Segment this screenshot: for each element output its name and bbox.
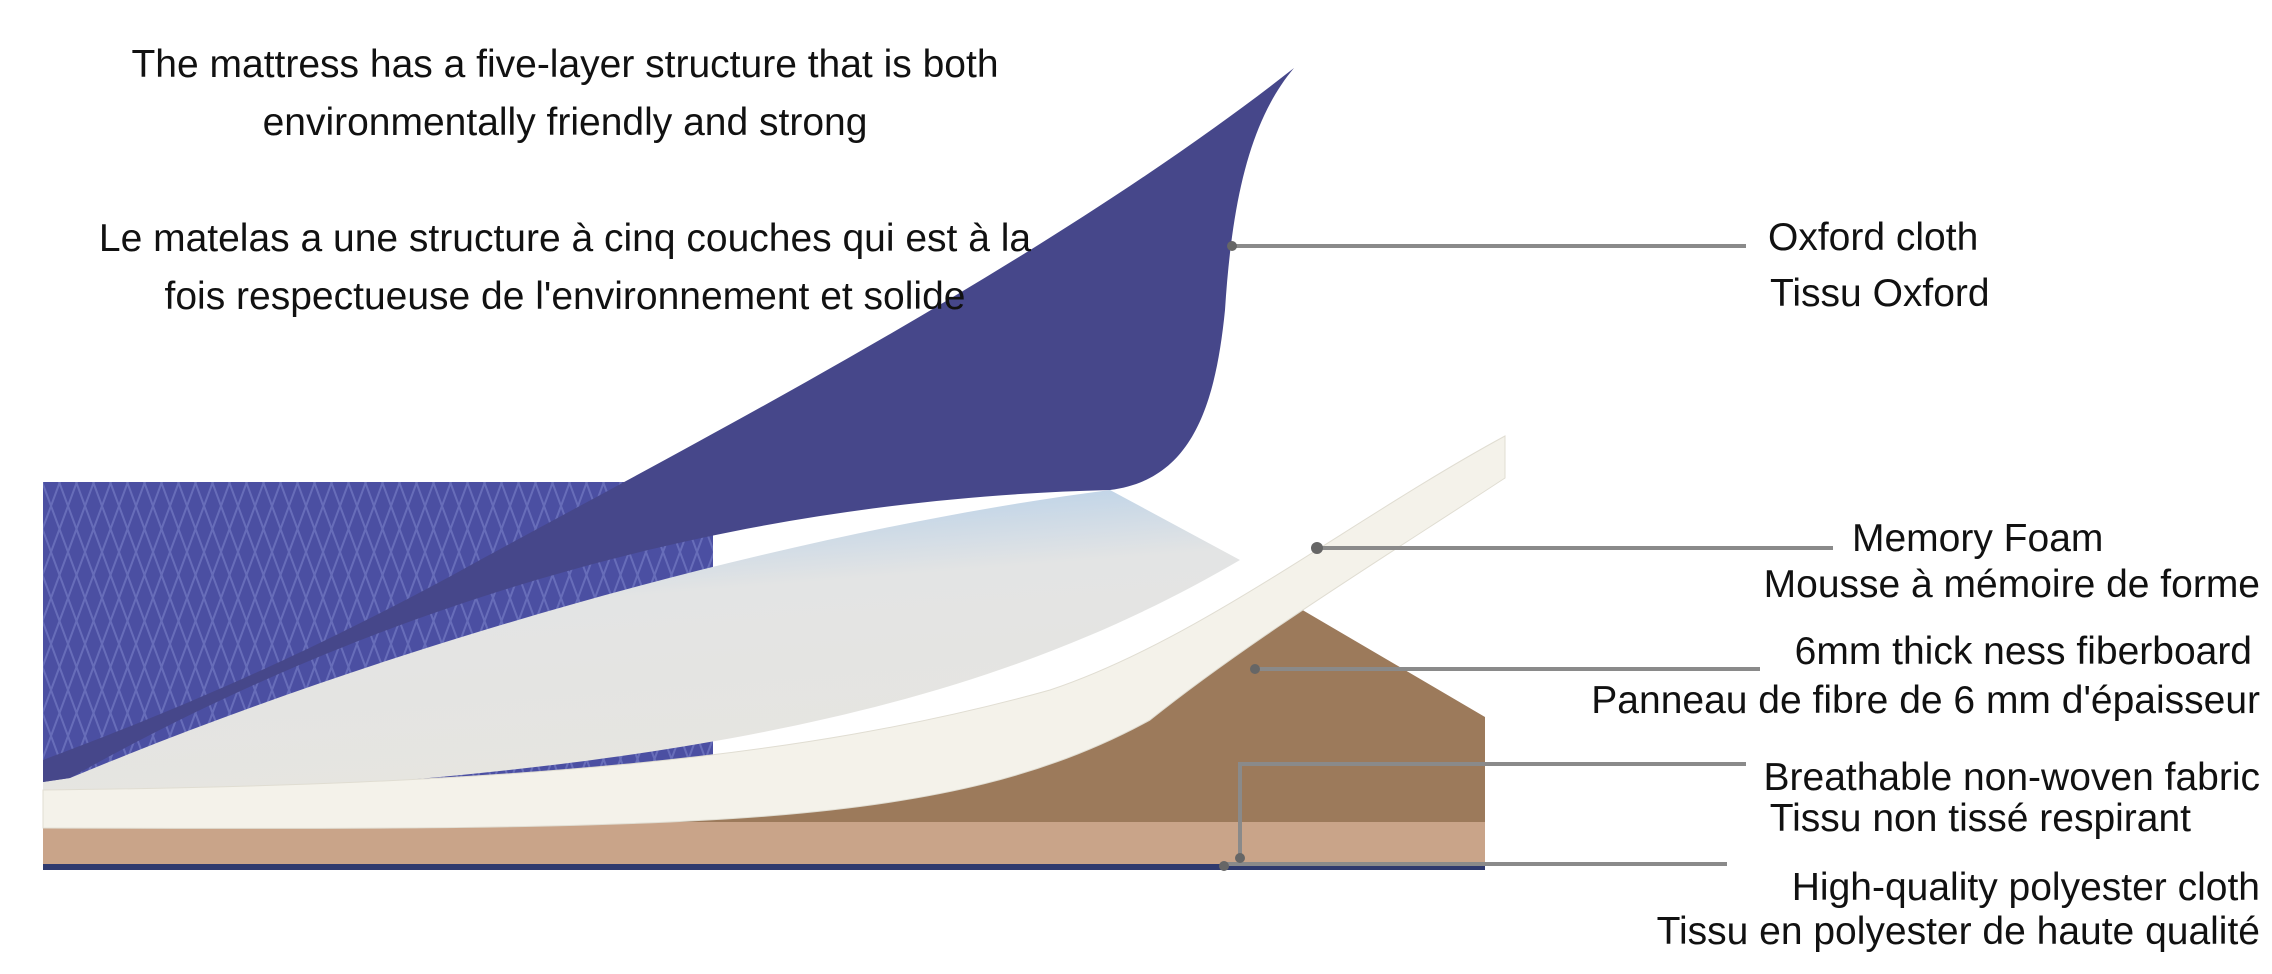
- label-foam-en: Memory Foam: [1852, 517, 2104, 560]
- foam-marker-dot: [1311, 542, 1323, 554]
- label-oxford-fr: Tissu Oxford: [1770, 272, 1990, 315]
- oxford-cloth-flap: [43, 68, 1294, 782]
- foam-inner-surface: [43, 490, 1240, 800]
- polyester-marker-dot: [1219, 861, 1229, 871]
- heading-french: Le matelas a une structure à cinq couche…: [0, 210, 1130, 326]
- oxford-marker-dot: [1227, 241, 1237, 251]
- heading-english-line: The mattress has a five-layer structure …: [131, 43, 999, 86]
- label-nonwoven-fr: Tissu non tissé respirant: [1769, 797, 2191, 840]
- memory-foam-layer: [42, 435, 1506, 829]
- label-fiberboard-en: 6mm thick ness fiberboard: [1794, 630, 2252, 673]
- heading-french-line: Le matelas a une structure à cinq couche…: [98, 217, 1032, 260]
- fiberboard-marker-dot: [1250, 664, 1260, 674]
- heading-english: The mattress has a five-layer structure …: [0, 36, 1130, 152]
- label-nonwoven-en: Breathable non-woven fabric: [1763, 756, 2260, 799]
- label-polyester-fr: Tissu en polyester de haute qualité: [1656, 910, 2260, 953]
- fiberboard-layer: [43, 598, 1485, 822]
- label-fiberboard-fr: Panneau de fibre de 6 mm d'épaisseur: [1591, 679, 2260, 722]
- label-foam-fr: Mousse à mémoire de forme: [1763, 563, 2260, 606]
- heading-english-line: environmentally friendly and strong: [262, 101, 868, 144]
- label-polyester-en: High-quality polyester cloth: [1791, 866, 2260, 909]
- label-oxford-en: Oxford cloth: [1768, 216, 1979, 259]
- polyester-cloth-layer: [43, 862, 1485, 870]
- nonwoven-marker-dot: [1235, 853, 1245, 863]
- leader-lines: [1224, 244, 1833, 866]
- heading-french-line: fois respectueuse de l'environnement et …: [164, 275, 966, 318]
